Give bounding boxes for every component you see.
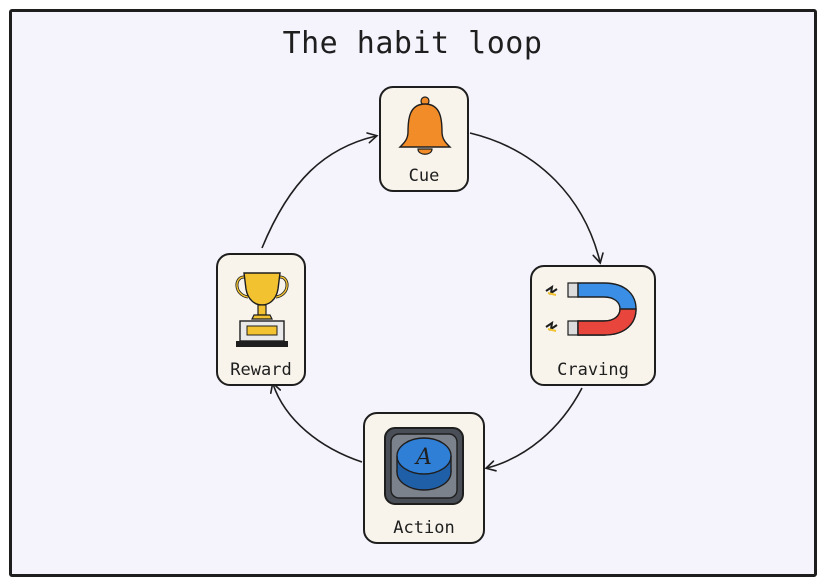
step-label-craving: Craving [557,360,629,380]
bell-icon [398,96,452,155]
diagram-title: The habit loop [282,26,543,61]
step-label-reward: Reward [230,360,292,380]
magnet-icon [545,282,637,336]
step-card-cue: Cue [379,86,469,192]
step-card-craving: Craving [530,265,656,386]
arrow-reward-to-cue [261,132,379,249]
arrow-action-to-reward [269,381,363,463]
step-label-cue: Cue [408,166,440,186]
arrow-cue-to-craving [469,132,604,265]
button-a-icon: A [384,427,464,505]
button-glyph: A [414,445,432,470]
step-label-action: Action [393,518,455,538]
trophy-icon [235,272,289,347]
arrow-craving-to-action [484,387,583,472]
step-card-action: A Action [363,412,485,544]
step-card-reward: Reward [216,253,306,386]
